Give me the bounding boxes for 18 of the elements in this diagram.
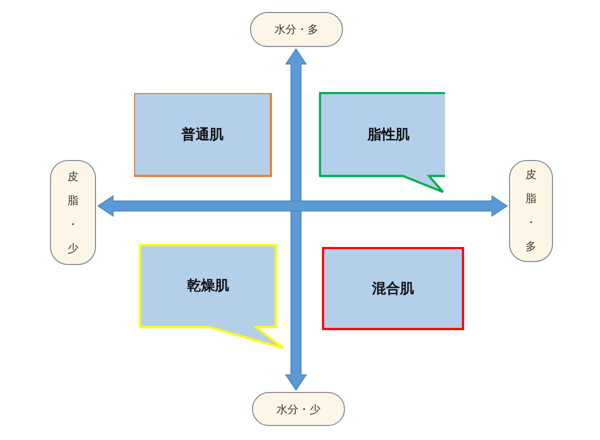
axis-label-pill <box>50 160 96 265</box>
skin-type-label: 普通肌 <box>182 126 224 144</box>
speech-bubble <box>319 92 445 194</box>
axis-label: 皮脂・多 <box>525 167 537 255</box>
skin-type-label: 乾燥肌 <box>187 277 229 295</box>
speech-bubble <box>139 244 285 349</box>
axis-label: 水分・多 <box>274 22 318 37</box>
skin-type-label: 混合肌 <box>372 280 414 298</box>
axis-label: 皮脂・少 <box>67 168 79 256</box>
axis-label-pill <box>509 160 553 262</box>
axis-arrow <box>285 48 307 391</box>
skin-type-label: 脂性肌 <box>368 126 410 144</box>
axis-arrow <box>97 195 508 217</box>
axis-label-pill <box>250 12 343 47</box>
axis-label: 水分・少 <box>276 402 320 416</box>
axis-label-pill <box>252 392 345 426</box>
skin-type-box <box>134 93 272 177</box>
skin-type-box <box>322 247 465 331</box>
